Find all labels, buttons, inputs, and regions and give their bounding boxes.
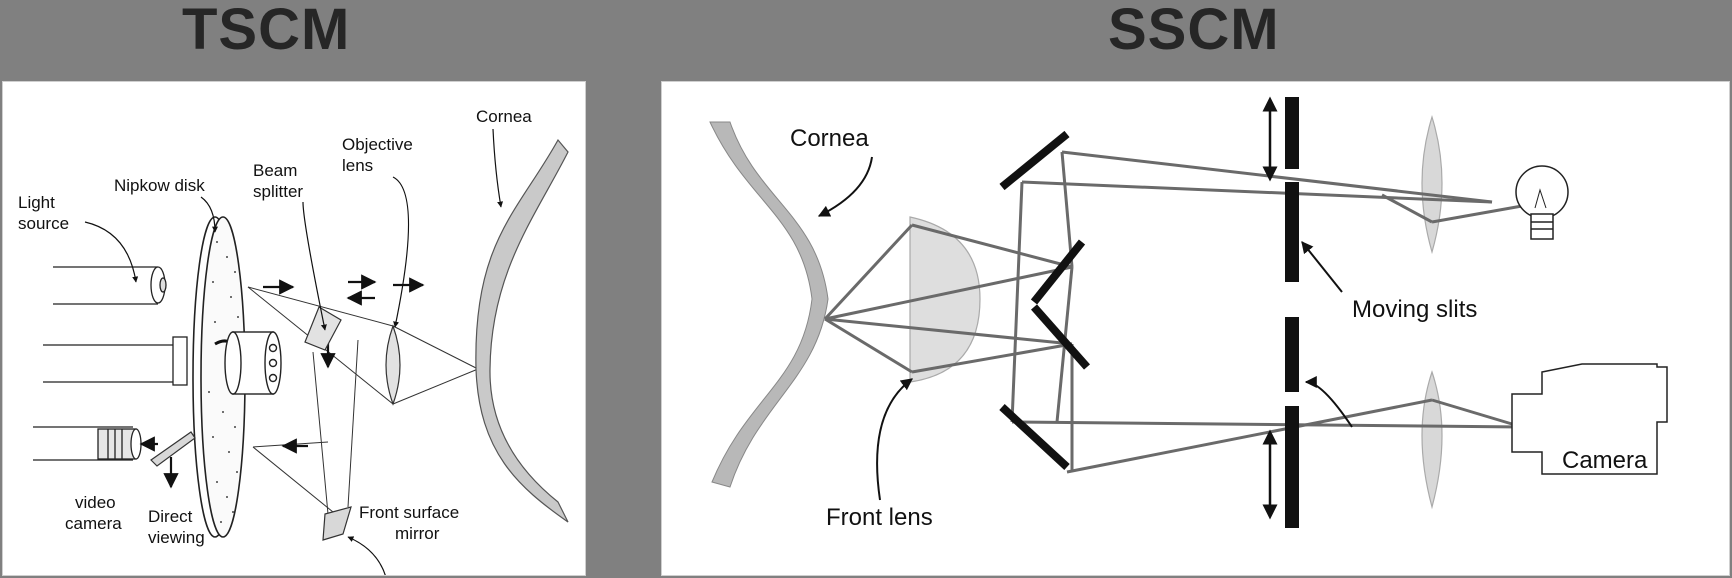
tscm-heading: TSCM — [182, 0, 351, 62]
tscm-diagram: Light source Nipkow disk Beam splitter O… — [18, 107, 569, 575]
objective-label-2: lens — [342, 156, 373, 175]
beam-splitter — [304, 306, 342, 351]
nipkow-label: Nipkow disk — [114, 176, 205, 195]
light-source-label-1: Light — [18, 193, 55, 212]
objective-lens — [385, 324, 401, 406]
sscm-diagram: Cornea Moving slits Front lens Camera — [709, 96, 1668, 531]
tscm-beam-arrows — [139, 274, 425, 489]
disk-hub — [224, 331, 282, 395]
direct-viewing-mirror — [150, 431, 196, 467]
sscm-cornea-label: Cornea — [790, 125, 869, 152]
beam-label-2: splitter — [253, 182, 303, 201]
sscm-mirrors — [999, 130, 1090, 470]
lightbulb-icon — [1515, 165, 1569, 240]
tscm-pointers — [84, 128, 504, 575]
video-camera — [33, 426, 142, 461]
nipkow-disk — [192, 216, 250, 538]
tscm-cornea — [475, 138, 569, 523]
front-surface-mirror — [322, 506, 352, 541]
upper-lens — [1421, 114, 1443, 255]
lower-lens — [1421, 370, 1443, 510]
beam-label-1: Beam — [253, 161, 297, 180]
direct-label-1: Direct — [148, 507, 193, 526]
sscm-light-path — [823, 150, 1523, 474]
moving-slits — [1285, 97, 1299, 528]
mirror-label-2: mirror — [395, 524, 440, 543]
bulb-rays — [1431, 204, 1523, 224]
front-lens-label: Front lens — [826, 504, 933, 531]
sscm-cornea — [709, 121, 829, 488]
tscm-light-path — [247, 286, 479, 515]
sscm-heading: SSCM — [1108, 0, 1280, 62]
front-lens — [909, 216, 981, 383]
moving-slits-label: Moving slits — [1352, 296, 1477, 323]
camera-icon — [1511, 363, 1668, 475]
objective-label-1: Objective — [342, 135, 413, 154]
light-source — [53, 266, 167, 305]
tscm-panel: Light source Nipkow disk Beam splitter O… — [2, 81, 586, 576]
camera-label: Camera — [1562, 447, 1648, 474]
sscm-pointers — [817, 156, 1353, 501]
axle-rod — [43, 336, 188, 386]
cornea-label: Cornea — [476, 107, 532, 126]
mirror-label-1: Front surface — [359, 503, 459, 522]
sscm-panel: Cornea Moving slits Front lens Camera — [661, 81, 1730, 576]
video-label-1: video — [75, 493, 116, 512]
direct-label-2: viewing — [148, 528, 205, 547]
video-label-2: camera — [65, 514, 122, 533]
light-source-label-2: source — [18, 214, 69, 233]
